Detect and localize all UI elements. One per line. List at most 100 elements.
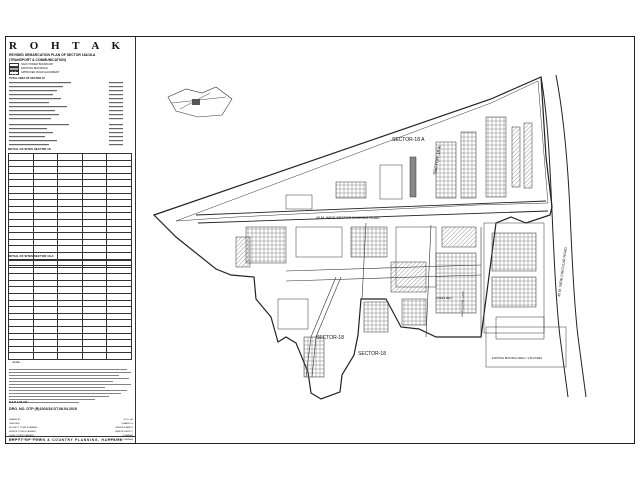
table-cell (8, 299, 34, 308)
table-row (8, 238, 132, 247)
table-cell (81, 266, 108, 275)
table-cell (57, 299, 83, 308)
landuse-table: TOTAL AREA OF SECTOR 18 (9, 77, 133, 159)
sector-18-lower-label: SECTOR-18 (358, 351, 386, 357)
signature-role: SENIOR TOWN PLANNER (9, 431, 36, 433)
table-cell (81, 212, 108, 220)
drawing-number: DRG. NO. DTP (R)1003/18 DT.08.04.2019 (9, 407, 77, 411)
table-cell (106, 218, 132, 227)
legend-label: APPROVED ROAD ALIGNMENT (21, 71, 60, 75)
signature-role: CHECKED (9, 423, 20, 425)
table-cell (32, 205, 59, 214)
table-cell (57, 286, 83, 294)
table-cell (32, 166, 59, 174)
building-blocks (235, 116, 567, 378)
table-row (8, 332, 132, 341)
signature-name: SENIOR DRAFTS (115, 427, 133, 429)
legend-key: SANCTIONED BOUNDARY EXISTING BUILDINGS A… (9, 63, 134, 75)
table-row (8, 279, 132, 288)
table-row (8, 292, 132, 301)
table-cell (8, 260, 34, 268)
table-cell (106, 185, 132, 194)
signature-row: SENIOR TOWN PLANNER SENIOR DEPUTY (9, 430, 133, 434)
table-cell (32, 232, 59, 240)
dividing-road-label: 45 M. WIDE SECTOR DIVIDING ROAD (316, 216, 380, 220)
legend-row: SANCTIONED BOUNDARY (9, 63, 134, 67)
table-cell (32, 292, 59, 301)
department-footer: DEPTT OF TOWN & COUNTRY PLANNING, HARYAN… (6, 436, 135, 443)
drawing-sheet: R O H T A K REVISED DEMARCATION PLAN OF … (5, 36, 635, 444)
table-cell (57, 266, 83, 275)
table-cell (57, 245, 83, 253)
table-cell (32, 345, 59, 354)
table-row (8, 205, 132, 214)
legend-swatch (9, 67, 19, 71)
signature-name: DRAWN LS (121, 423, 133, 425)
signature-row: CHECKED DRAWN LS (9, 422, 133, 426)
table-row (8, 299, 132, 308)
table-cell (81, 218, 108, 227)
table-cell (106, 166, 132, 174)
table-row (8, 212, 132, 220)
table-cell (8, 166, 34, 174)
sector-18a-label: SECTOR-18 A (392, 137, 425, 143)
table-cell (106, 279, 132, 288)
table-cell (106, 266, 132, 275)
notes-lines (9, 368, 131, 403)
table-cell (81, 205, 108, 214)
table-cell (8, 192, 34, 201)
table-cell (106, 179, 132, 187)
table-cell (81, 325, 108, 334)
table-row (8, 218, 132, 227)
sector-18a-block (175, 80, 549, 222)
table-cell (32, 192, 59, 201)
table-cell (8, 205, 34, 214)
table-cell (32, 212, 59, 220)
table-row (8, 153, 132, 161)
table-cell (8, 319, 34, 327)
table-cell (106, 299, 132, 308)
table-cell (106, 260, 132, 268)
table-cell (81, 339, 108, 347)
table-cell (57, 212, 83, 220)
table-cell (81, 273, 108, 281)
landuse-heading: TOTAL AREA OF SECTOR 18 (9, 77, 45, 80)
table-row (8, 232, 132, 240)
legend-row: APPROVED ROAD ALIGNMENT (9, 71, 134, 75)
table-cell (57, 232, 83, 240)
location-inset (167, 86, 233, 118)
circular-road-edge-2 (555, 74, 587, 398)
table-cell (32, 319, 59, 327)
table-cell (57, 345, 83, 354)
table-cell (57, 273, 83, 281)
table-cell (57, 159, 83, 168)
signature-role: DISTRICT TOWN PLANNER (9, 427, 38, 429)
table-row (8, 166, 132, 174)
table-row (8, 266, 132, 275)
table-cell (8, 245, 34, 253)
table-cell (32, 245, 59, 253)
table-cell (57, 192, 83, 201)
table-cell (57, 179, 83, 187)
table-cell (32, 159, 59, 168)
table-row (8, 179, 132, 187)
table-cell (8, 159, 34, 168)
table-cell (32, 299, 59, 308)
signature-name: SENIOR DEPUTY (115, 431, 133, 433)
unacquired-land-label: UN-ACQUIRED LAND (460, 291, 465, 317)
legend-label: EXISTING BUILDINGS (21, 67, 48, 71)
table-cell (57, 339, 83, 347)
table-row (8, 286, 132, 294)
table-cell (8, 232, 34, 240)
table-cell (32, 218, 59, 227)
existing-building-label: EXISTING BUILDING AREA = 3.95 ACRES (492, 356, 542, 360)
table-cell (57, 172, 83, 181)
landuse-lines (9, 82, 123, 146)
table-cell (81, 232, 108, 240)
table-cell (8, 279, 34, 288)
table-cell (81, 345, 108, 354)
table-cell (81, 251, 108, 260)
table-cell (81, 286, 108, 294)
table-cell (8, 185, 34, 194)
internal-roads (285, 222, 482, 378)
